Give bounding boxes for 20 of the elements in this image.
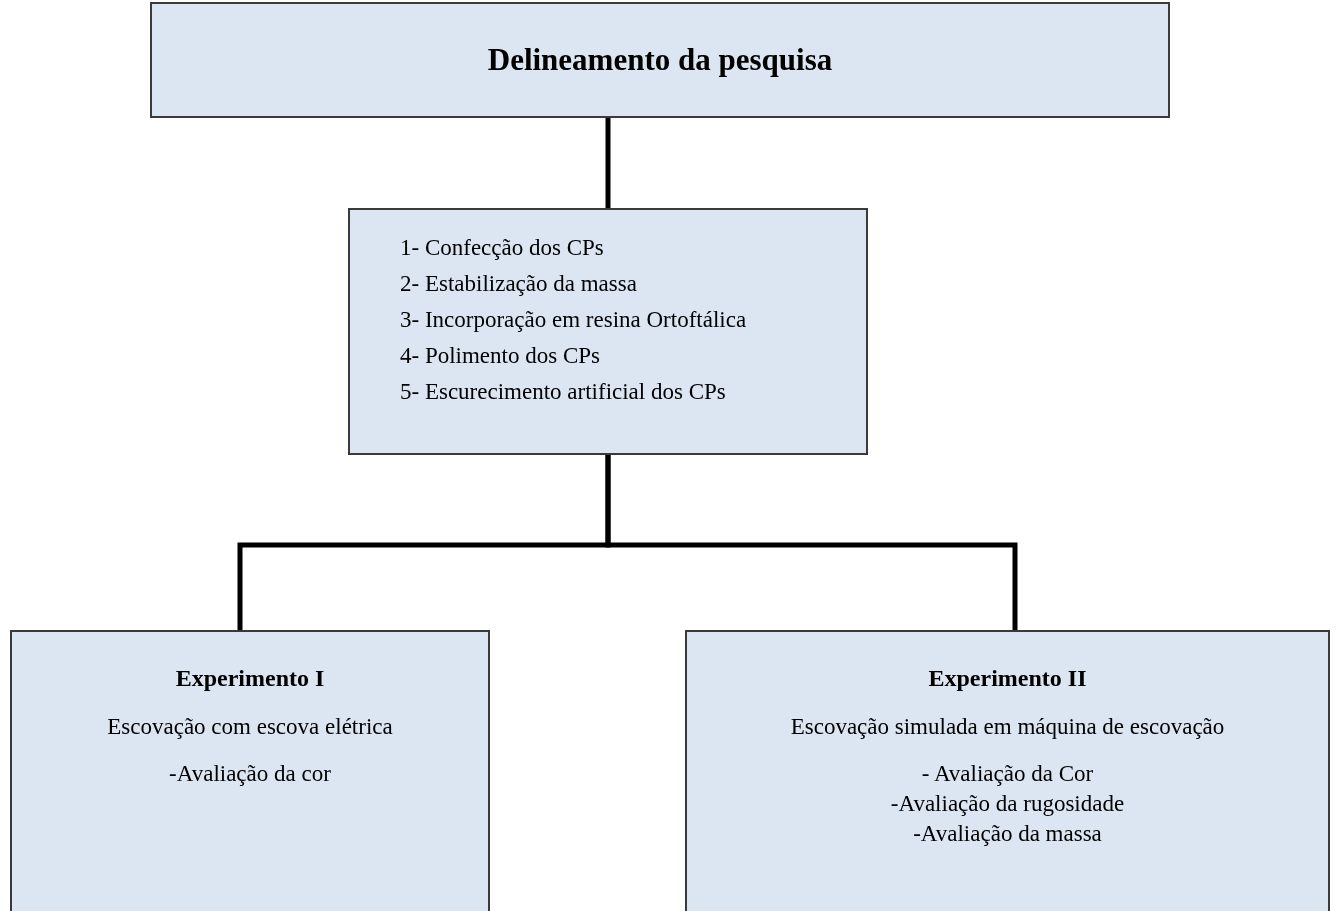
experiment-text: - Avaliação da Cor — [921, 759, 1094, 788]
experiment-text: -Avaliação da cor — [169, 759, 331, 788]
list-item: 1- Confecção dos CPs — [400, 234, 605, 262]
title-box — [150, 2, 1170, 118]
experiment-text: -Avaliação da massa — [913, 819, 1102, 848]
list-item: 2- Estabilização da massa — [400, 270, 638, 298]
list-item: 3- Incorporação em resina Ortoftálica — [400, 306, 748, 334]
experiment-box — [685, 630, 1330, 911]
experiment-text: Escovação simulada em máquina de escovação — [790, 713, 1225, 741]
list-item: 4- Polimento dos CPs — [400, 342, 601, 370]
title-text: Delineamento da pesquisa — [487, 40, 833, 79]
connector-line — [605, 455, 1018, 630]
experiment-heading: Experimento II — [928, 664, 1087, 693]
experiment-text: Escovação com escova elétrica — [107, 713, 393, 741]
experiment-box — [10, 630, 490, 911]
experiment-text: -Avaliação da rugosidade — [890, 789, 1125, 818]
process-box — [348, 208, 868, 455]
experiment-heading: Experimento I — [175, 664, 325, 693]
list-item: 5- Escurecimento artificial dos CPs — [400, 378, 727, 406]
connector-line — [605, 118, 611, 208]
